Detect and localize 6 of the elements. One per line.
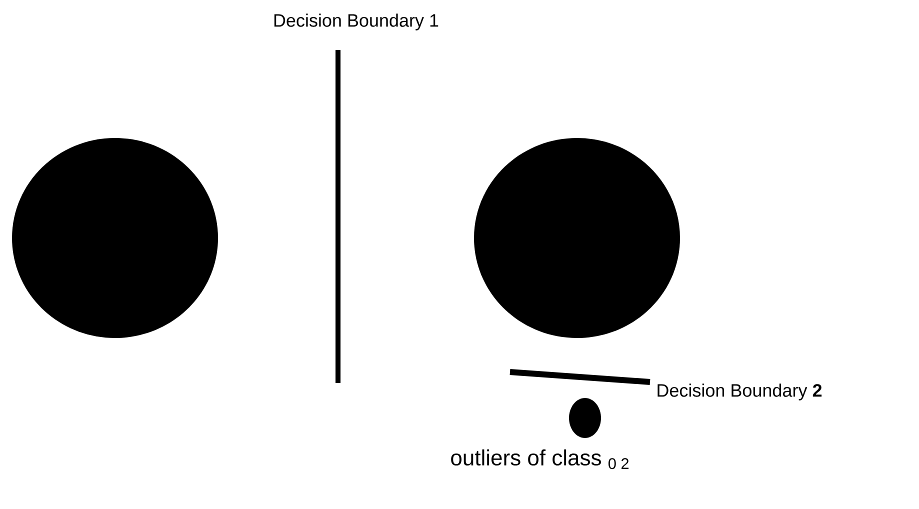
- cluster-circle: [474, 138, 680, 338]
- boundary-label: Decision Boundary 1: [274, 14, 438, 30]
- cluster-circle: [12, 138, 218, 338]
- outlier-dot: [569, 398, 601, 438]
- boundary-label: Decision Boundary 2: [658, 384, 822, 400]
- node-label: outliers of class $_{0 2}$: [451, 449, 629, 470]
